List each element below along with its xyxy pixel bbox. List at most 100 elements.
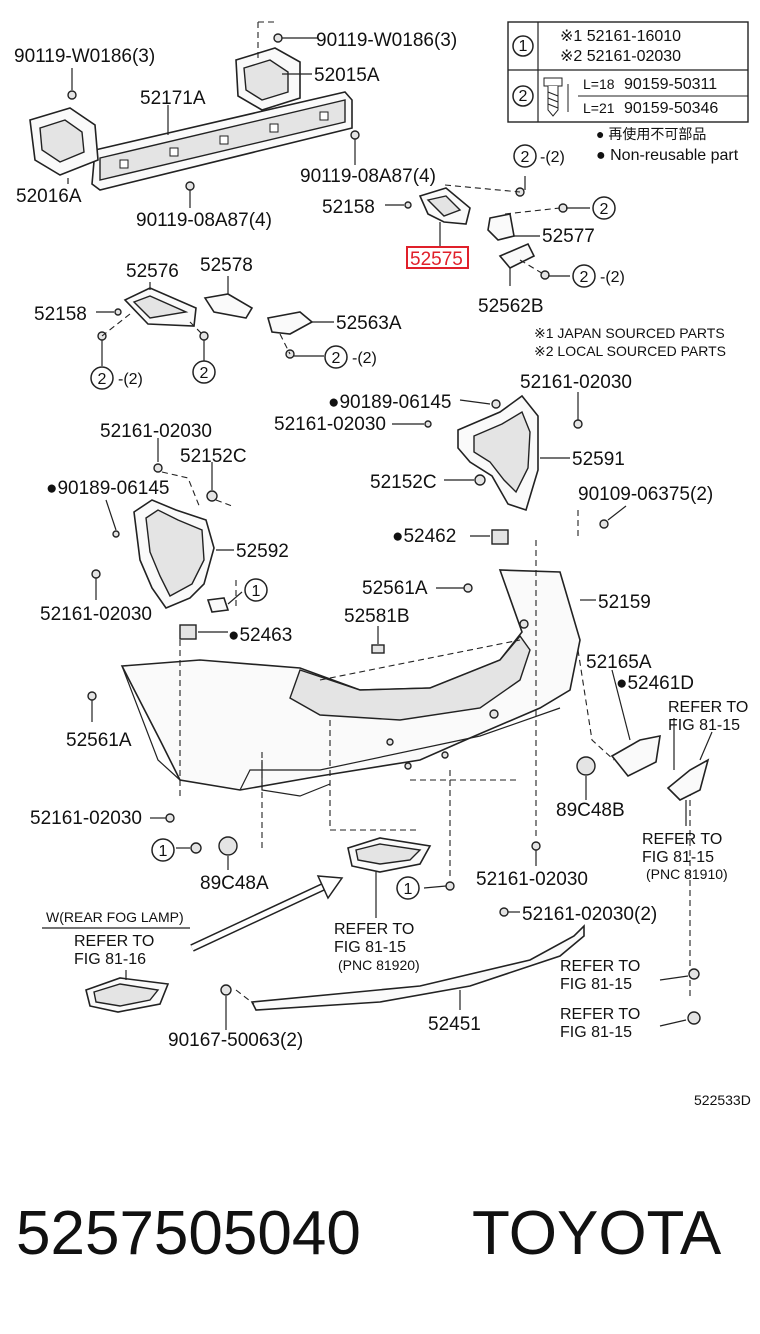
retainer-group-left [96,276,334,366]
label-90189-06145-left: ●90189-06145 [46,478,169,499]
label-52161-02030-c: 52161-02030 [100,421,212,442]
non-reusable-jp: ● 再使用不可部品 [596,126,706,142]
label-fig-81-15-r1: FIG 81-15 [668,717,740,734]
rear-fog-lamp: W(REAR FOG LAMP) REFER TO FIG 81-16 [42,875,344,1013]
label-52577: 52577 [542,226,595,247]
label-90109-06375: 90109-06375(2) [578,484,713,505]
ref-2-f: 2 [332,350,341,367]
qty-2-f: -(2) [352,350,377,367]
label-refer-81-15-e: REFER TO [560,1006,640,1023]
bolt-icon [543,77,569,117]
label-52161-02030-2: 52161-02030(2) [522,904,657,925]
label-52016a: 52016A [16,186,82,207]
label-90167-50063: 90167-50063(2) [168,1030,303,1051]
ref-1-b: 1 [159,843,168,860]
bumper-reinforcement [29,33,360,191]
label-52561a-right: 52561A [362,578,428,599]
label-52561a-left: 52561A [66,730,132,751]
ref-2-c: 2 [580,269,589,286]
label-fig-81-16: FIG 81-16 [74,951,146,968]
label-refer-81-16: REFER TO [74,933,154,950]
legend-row2-b: 90159-50346 [624,100,718,117]
legend-l18: L=18 [583,76,615,92]
legend-l21: L=21 [583,100,615,116]
label-52161-02030-a: 52161-02030 [520,372,632,393]
side-bracket-right [392,392,583,512]
legend-key-2: 2 [519,88,528,105]
label-90119-w0186-left: 90119-W0186(3) [14,46,155,67]
label-52463: ●52463 [228,625,292,646]
label-fig-81-15-d: FIG 81-15 [560,976,632,993]
label-rear-fog-lamp: W(REAR FOG LAMP) [46,909,184,925]
label-89c48a: 89C48A [200,873,269,894]
label-89c48b: 89C48B [556,800,625,821]
label-90119-w0186-right: 90119-W0186(3) [316,30,457,51]
label-52152c-left: 52152C [180,446,247,467]
label-52161-02030-d: 52161-02030 [40,604,152,625]
side-bracket-left [91,438,243,613]
label-52159: 52159 [598,592,651,613]
ref-1-c: 1 [404,881,413,898]
label-52158-top: 52158 [322,197,375,218]
label-52015a: 52015A [314,65,380,86]
label-pnc-81910: (PNC 81910) [646,866,728,882]
label-52575: 52575 [410,249,463,270]
bumper-cover [120,540,691,1000]
label-fig-81-15-c: FIG 81-15 [334,939,406,956]
label-52576: 52576 [126,261,179,282]
ref-2-d: 2 [98,371,107,388]
highlight-box-52575 [406,246,469,269]
label-52161-02030-e: 52161-02030 [30,808,142,829]
label-52171a: 52171A [140,88,206,109]
footer-part-number: 5257505040 [16,1199,361,1268]
retainer-group-right [385,176,590,286]
label-52451: 52451 [428,1014,481,1035]
label-fig-81-15-r2: FIG 81-15 [642,849,714,866]
legend-row1-a: ※1 52161-16010 [560,28,681,45]
label-52563a: 52563A [336,313,402,334]
label-52581b: 52581B [344,606,410,627]
legend-table: 1 2 ※1 52161-16010 ※2 52161-02030 L=18 9… [507,21,749,164]
label-52152c-right: 52152C [370,472,437,493]
note-local-sourced: ※2 LOCAL SOURCED PARTS [534,343,726,359]
ref-2-b: 2 [600,201,609,218]
label-refer-81-15-d: REFER TO [560,958,640,975]
moulding-52451 [220,924,585,1030]
label-52161-02030-f: 52161-02030 [476,869,588,890]
label-52462: ●52462 [392,526,456,547]
qty-2-c: -(2) [600,269,625,286]
label-90189-06145-right: ●90189-06145 [328,392,451,413]
reflector-center [347,770,541,918]
reinforcement-leaders [67,21,356,208]
ref-2-e: 2 [200,365,209,382]
pads [179,505,627,654]
legend-row1-b: ※2 52161-02030 [560,48,681,65]
label-fig-81-15-e: FIG 81-15 [560,1024,632,1041]
qty-2-a: -(2) [540,149,565,166]
label-52562b: 52562B [478,296,544,317]
legend-row2-a: 90159-50311 [624,76,717,93]
qty-2-d: -(2) [118,371,143,388]
reflector-right [576,731,713,801]
non-reusable-en: ● Non-reusable part [596,147,739,164]
footer-brand: TOYOTA [472,1199,722,1268]
label-52165a: 52165A [586,652,652,673]
figure-code: 522533D [694,1092,751,1108]
label-52461d: ●52461D [616,673,694,694]
label-refer-81-15-r2: REFER TO [642,831,722,848]
legend-key-1: 1 [519,38,528,55]
label-refer-81-15-r1: REFER TO [668,699,748,716]
note-japan-sourced: ※1 JAPAN SOURCED PARTS [534,325,725,341]
label-52161-02030-b: 52161-02030 [274,414,386,435]
label-52578: 52578 [200,255,253,276]
ref-1-a: 1 [252,583,261,600]
label-52158-left: 52158 [34,304,87,325]
label-refer-81-15-c: REFER TO [334,921,414,938]
label-pnc-81920: (PNC 81920) [338,957,420,973]
label-90119-08a87-right: 90119-08A87(4) [300,166,436,187]
label-52592: 52592 [236,541,289,562]
ref-2-a: 2 [521,149,530,166]
label-52591: 52591 [572,449,625,470]
bottom-left-clips [150,813,238,870]
